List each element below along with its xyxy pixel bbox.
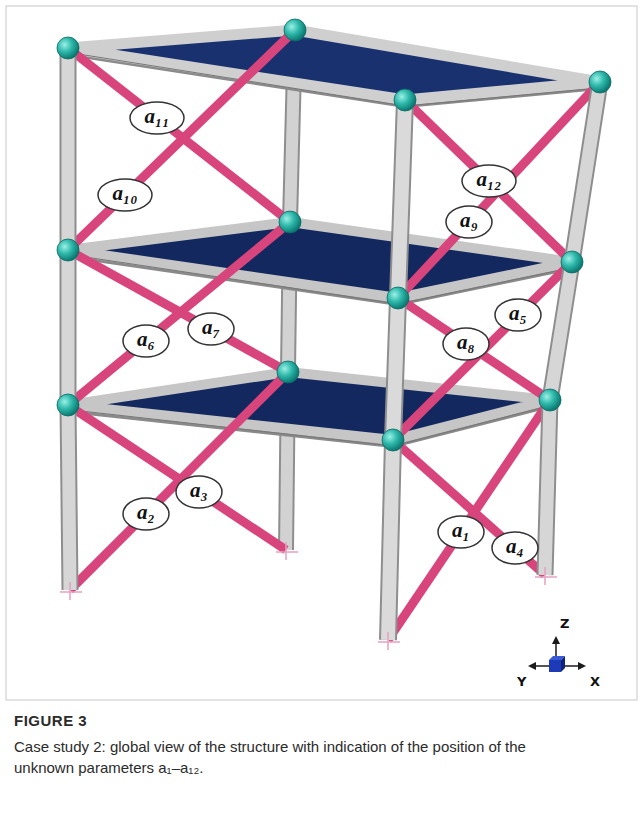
parameter-ellipse: a₈ xyxy=(442,327,490,361)
axis-triad xyxy=(528,636,586,672)
parameter-ellipse: a₄ xyxy=(491,531,539,565)
parameter-ellipse: a₁₂ xyxy=(461,164,517,198)
figure-title: FIGURE 3 xyxy=(14,712,87,729)
parameter-ellipse: a₃ xyxy=(175,475,223,509)
parameter-label: a₄ xyxy=(491,531,539,562)
joint-spheres xyxy=(57,19,611,451)
parameter-ellipse: a₁ xyxy=(437,515,485,549)
parameter-label: a₆ xyxy=(122,324,170,355)
parameter-ellipse: a₇ xyxy=(187,312,235,346)
braces xyxy=(68,30,600,640)
parameter-label: a₁₁ xyxy=(129,101,185,132)
parameter-ellipse: a₆ xyxy=(122,324,170,358)
parameter-label: a₃ xyxy=(175,475,223,506)
parameter-ellipse: a₁₀ xyxy=(97,178,153,212)
parameter-label: a₉ xyxy=(445,205,493,236)
floor-slabs xyxy=(68,30,600,448)
parameter-ellipse: a₂ xyxy=(122,497,170,531)
parameter-label: a₈ xyxy=(442,327,490,358)
parameter-label: a₁₀ xyxy=(97,178,153,209)
parameter-label: a₅ xyxy=(494,298,542,329)
parameter-label: a₁ xyxy=(437,515,485,546)
parameter-label: a₇ xyxy=(187,312,235,343)
axis-label: Z xyxy=(560,616,569,631)
figure-border xyxy=(6,6,637,700)
parameter-label: a₁₂ xyxy=(461,164,517,195)
parameter-label: a₂ xyxy=(122,497,170,528)
columns xyxy=(68,48,600,640)
figure-caption: Case study 2: global view of the structu… xyxy=(14,736,574,778)
parameter-ellipse: a₅ xyxy=(494,298,542,332)
supports xyxy=(60,542,557,650)
parameter-ellipse: a₁₁ xyxy=(129,101,185,135)
parameter-ellipse: a₉ xyxy=(445,205,493,239)
axis-label: Y xyxy=(517,674,526,689)
axis-label: X xyxy=(590,674,600,689)
